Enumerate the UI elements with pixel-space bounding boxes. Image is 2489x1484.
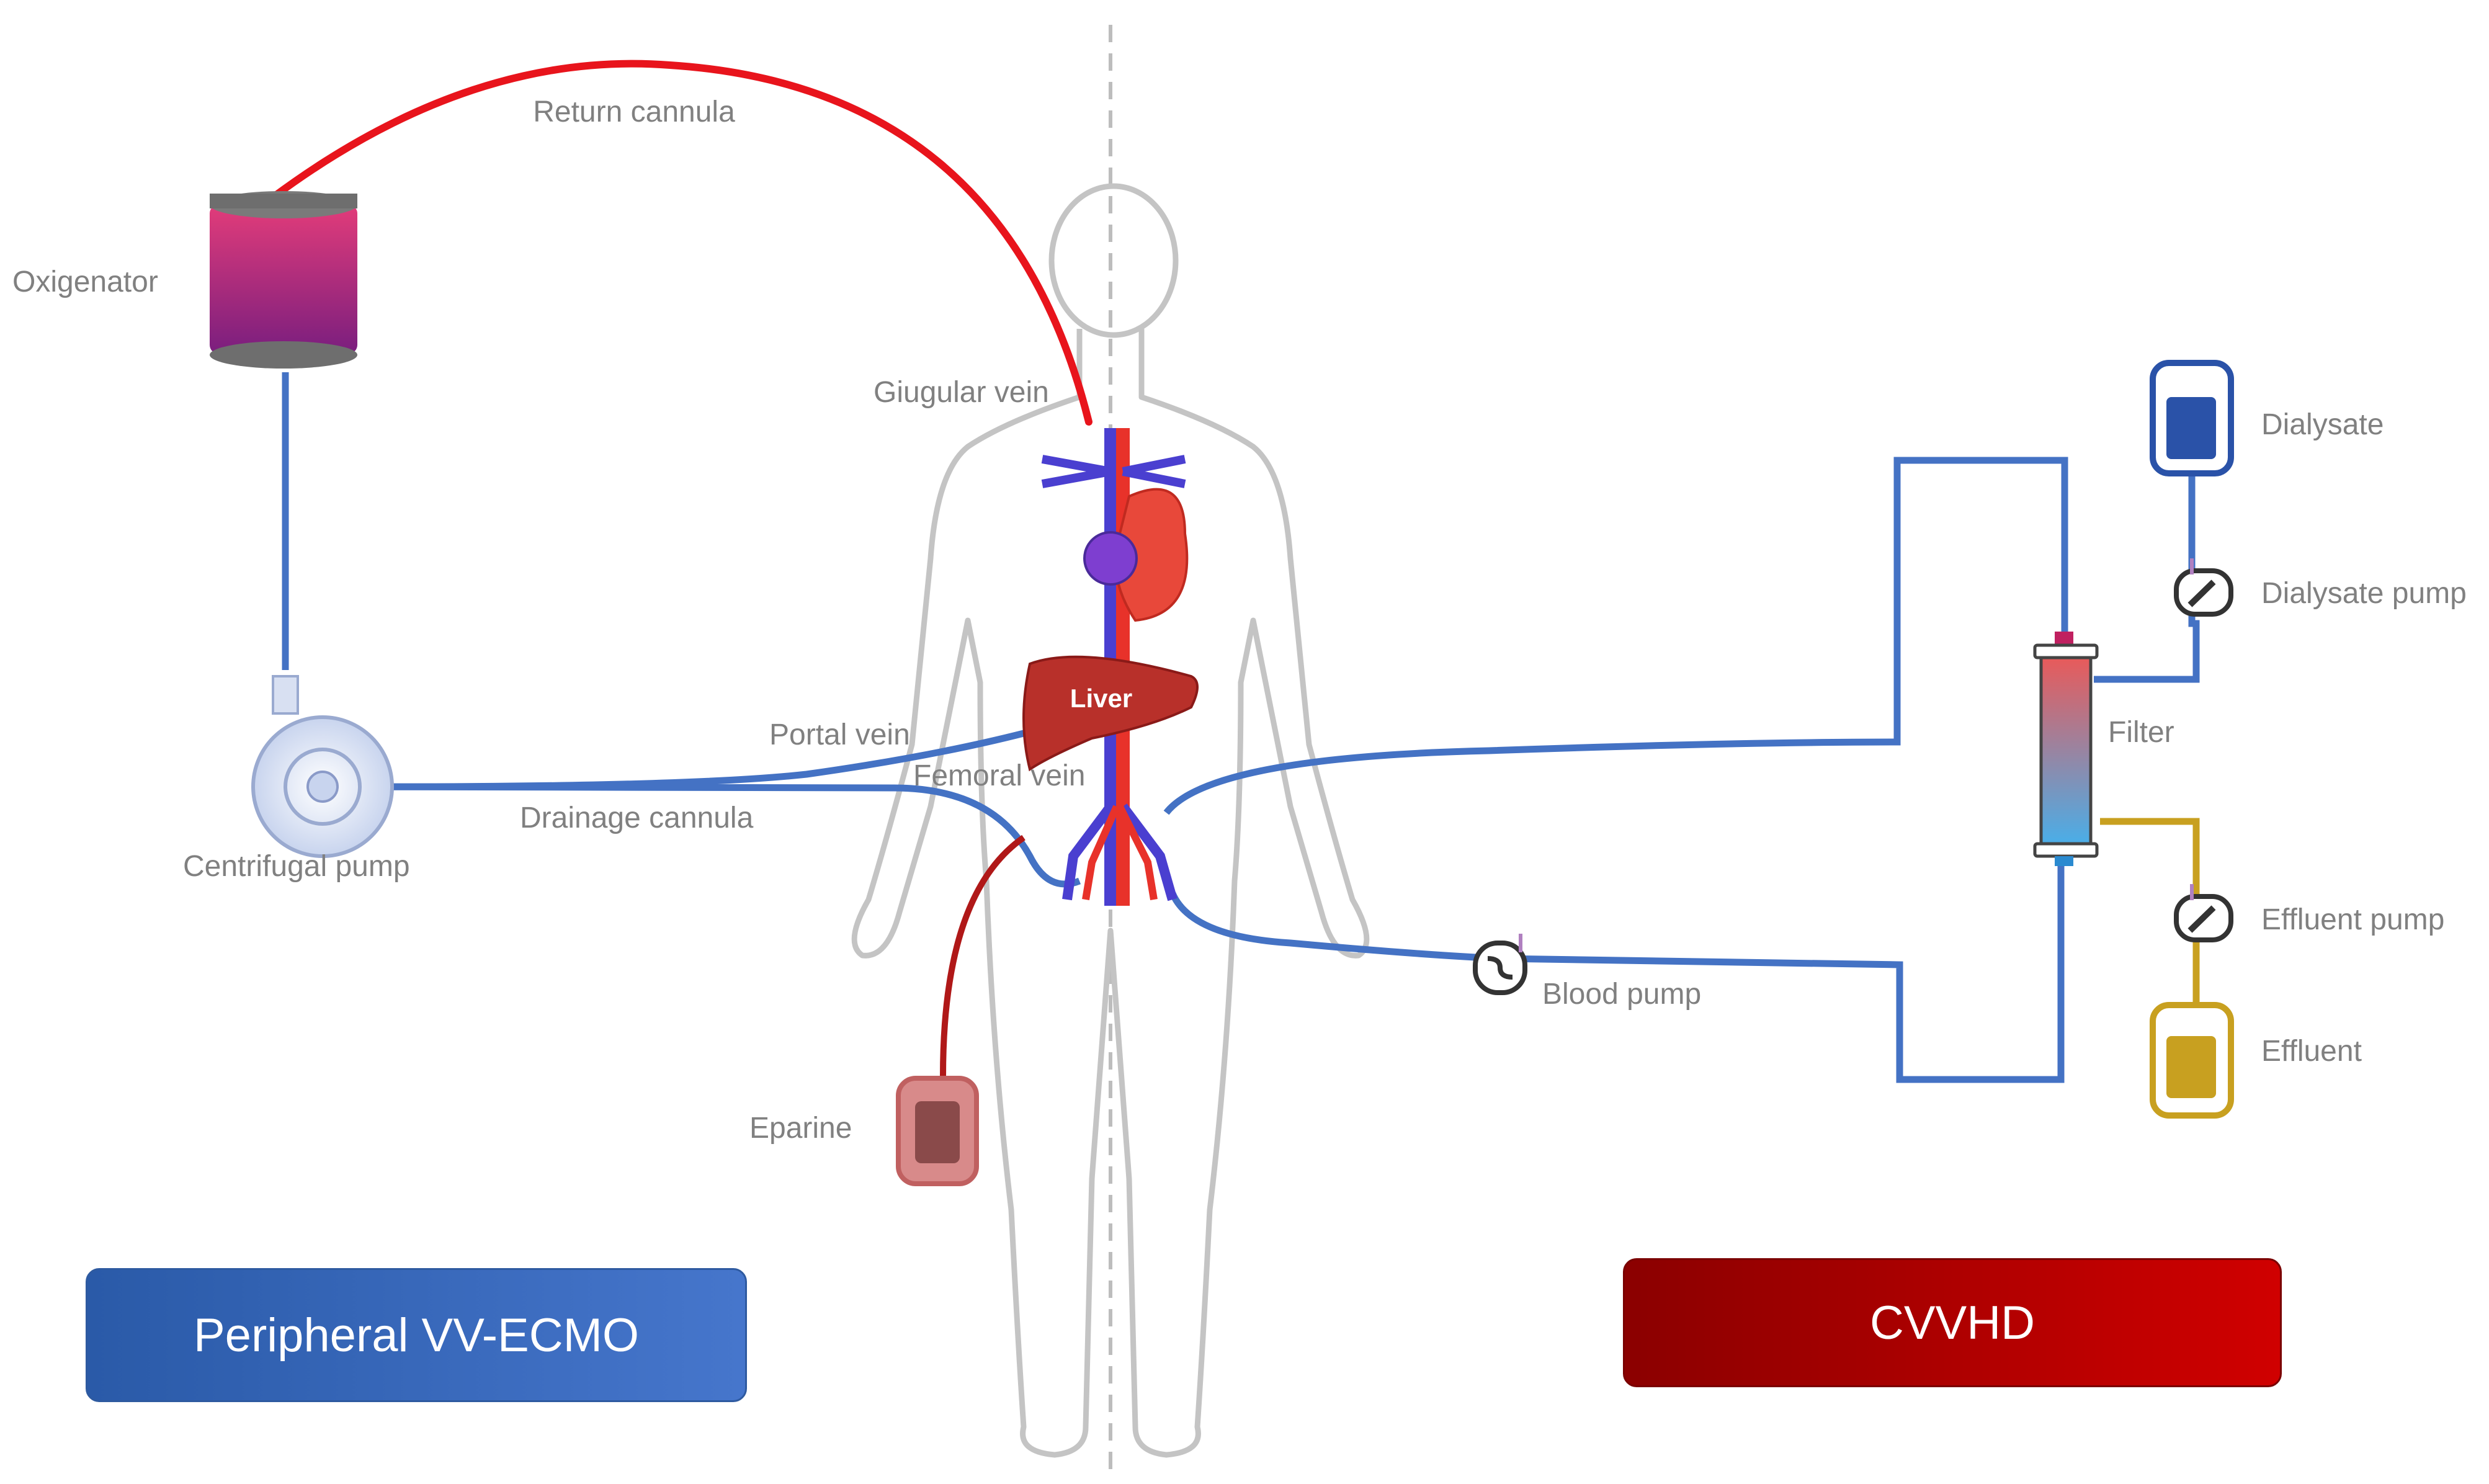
eparine-bag-icon: [896, 1076, 979, 1186]
filter-inflow-line: [1163, 457, 2068, 815]
liver-label: Liver: [1070, 684, 1132, 713]
effluent-bag-icon: [2150, 1002, 2234, 1119]
heart-icon: [1083, 488, 1189, 622]
dialysate-bag-icon: [2150, 360, 2234, 476]
dialysate-label: Dialysate: [2261, 408, 2384, 441]
ecmo-banner: Peripheral VV-ECMO: [86, 1268, 747, 1402]
eparine-line: [940, 834, 1026, 1077]
effluent-label: Effluent: [2261, 1035, 2362, 1068]
centrifugal-pump-label: Centrifugal pump: [183, 850, 410, 883]
drainage-cannula-label: Drainage cannula: [520, 802, 754, 834]
oxygenator-icon: [210, 191, 357, 369]
blood-pump-label: Blood pump: [1542, 978, 1701, 1011]
cvvhd-banner: CVVHD: [1623, 1258, 2282, 1387]
liver-icon: Liver: [1022, 655, 1199, 772]
giugular-vein-label: Giugular vein: [874, 376, 1049, 409]
femoral-vein-label: Femoral vein: [913, 759, 1085, 792]
effluent-pump-label: Effluent pump: [2261, 903, 2444, 936]
centrifugal-pump-icon: [251, 675, 394, 858]
return-cannula-line: [269, 60, 1093, 426]
return-cannula-label: Return cannula: [533, 96, 735, 128]
eparine-label: Eparine: [749, 1112, 852, 1145]
drainage-cannula-line: [322, 783, 1081, 888]
portal-vein-label: Portal vein: [769, 718, 910, 751]
effluent-line: [2100, 818, 2200, 1005]
blood-pump-line: [1169, 861, 2065, 1083]
dialysate-pump-label: Dialysate pump: [2261, 577, 2467, 610]
filter-label: Filter: [2108, 716, 2174, 749]
dialysate-pump-icon: [2174, 558, 2233, 617]
filter-icon: [2033, 632, 2099, 866]
oxigenator-label: Oxigenator: [12, 266, 158, 298]
roller-pump-icon: [1473, 934, 1527, 995]
effluent-pump-icon: [2174, 884, 2233, 942]
